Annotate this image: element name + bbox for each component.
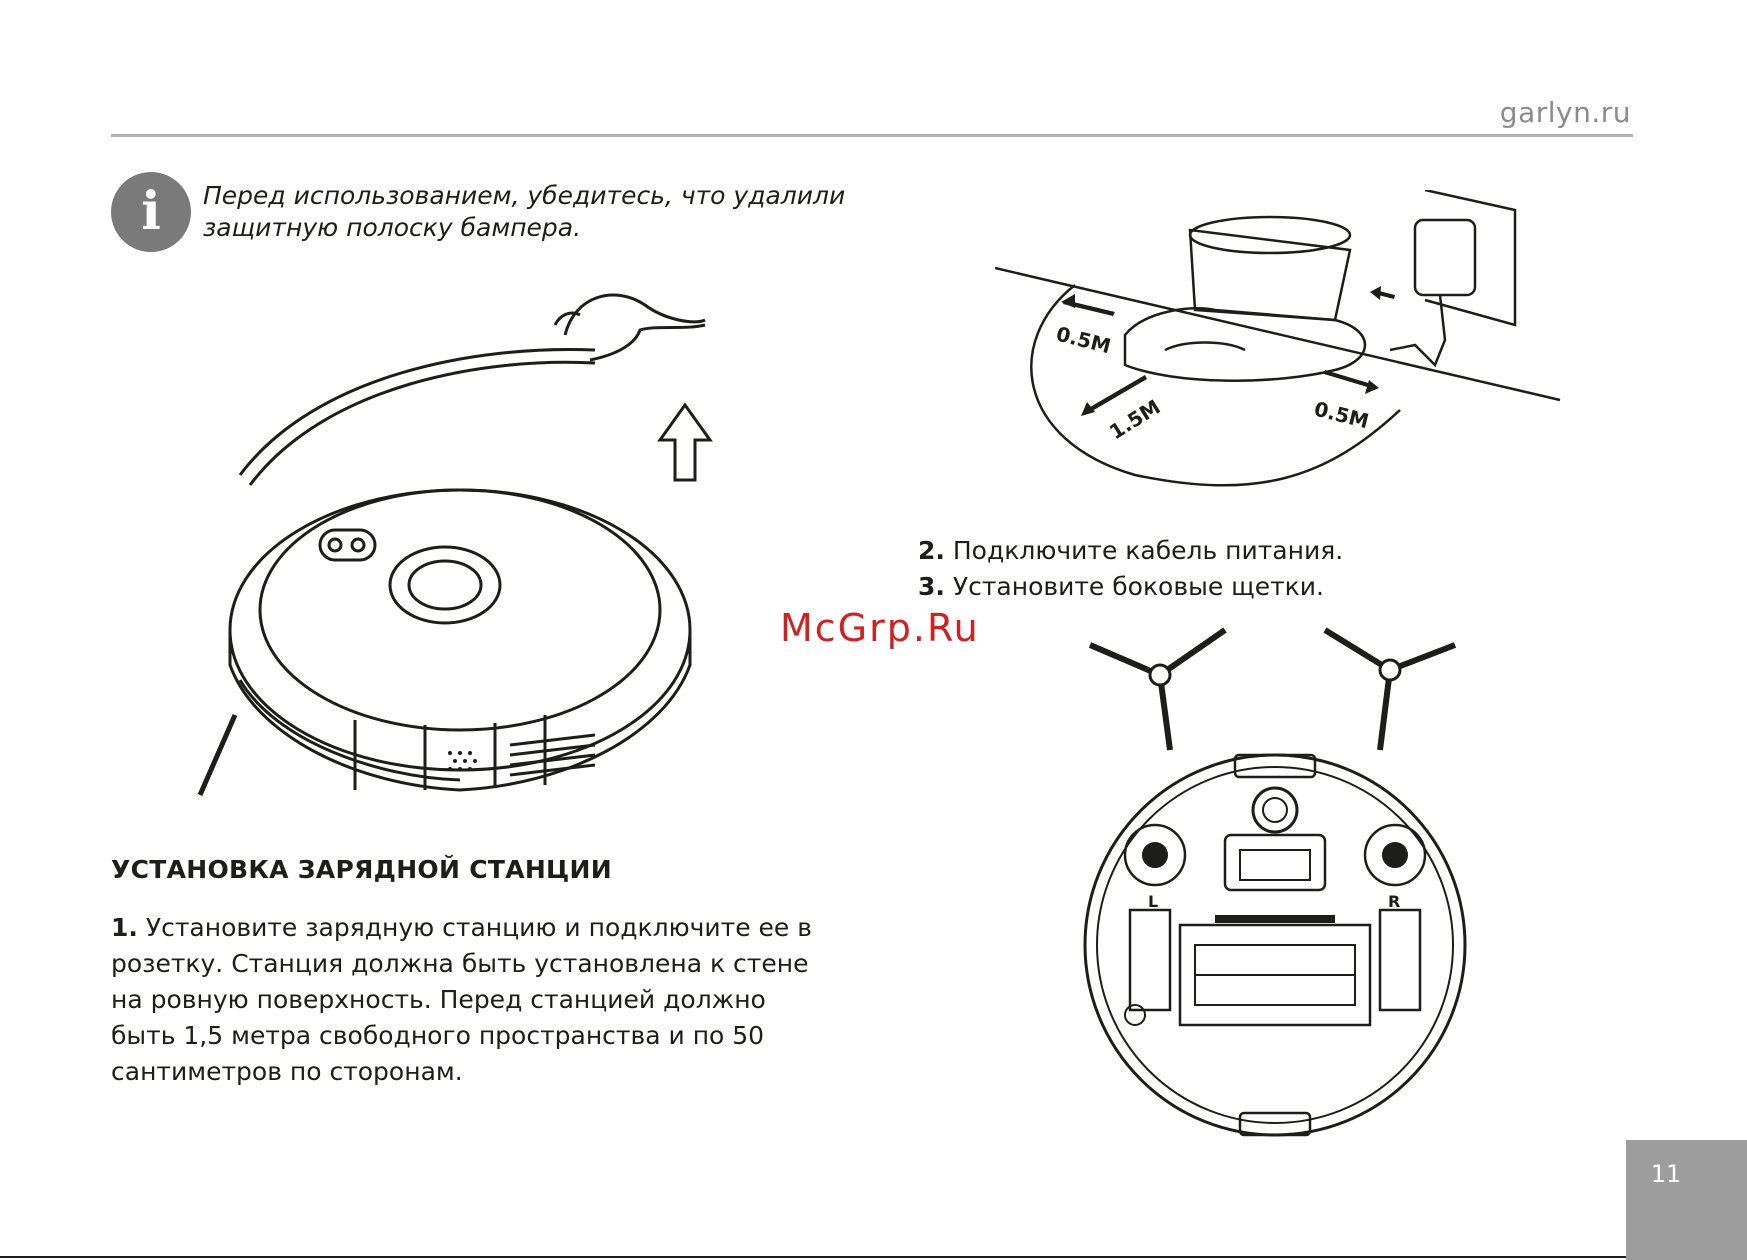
footer-rule (0, 1256, 1626, 1258)
station-placement-diagram: 0.5M 1.5M 0.5M (995, 190, 1561, 487)
page-number-box: 11 (1626, 1140, 1747, 1260)
section-heading: УСТАНОВКА ЗАРЯДНОЙ СТАНЦИИ (111, 855, 613, 884)
info-icon: i (111, 172, 191, 252)
step-3-text: Установите боковые щетки. (952, 572, 1324, 601)
step-1: 1. Установите зарядную станцию и подключ… (111, 910, 831, 1090)
robot-underside-illustration: L R (1083, 627, 1467, 1137)
watermark: McGrp.Ru (780, 606, 980, 650)
steps-list: 2. Подключите кабель питания. 3. Установ… (918, 533, 1343, 605)
header-rule (111, 134, 1633, 137)
page-number: 11 (1650, 1160, 1682, 1188)
robot-bumper-illustration (197, 293, 713, 797)
step-3: 3. Установите боковые щетки. (918, 569, 1343, 605)
step-1-number: 1. (111, 913, 138, 942)
label-left-distance: 0.5M (1054, 322, 1114, 359)
label-front-distance: 1.5M (1105, 395, 1165, 445)
step-1-text: Установите зарядную станцию и подключите… (111, 913, 812, 1086)
step-3-number: 3. (918, 572, 945, 601)
step-2-number: 2. (918, 536, 945, 565)
left-wheel-label: L (1148, 892, 1158, 911)
right-wheel-label: R (1388, 892, 1400, 911)
site-url: garlyn.ru (1499, 96, 1631, 129)
label-right-distance: 0.5M (1312, 397, 1372, 434)
step-2-text: Подключите кабель питания. (952, 536, 1344, 565)
step-2: 2. Подключите кабель питания. (918, 533, 1343, 569)
note-text: Перед использованием, убедитесь, что уда… (203, 181, 846, 242)
